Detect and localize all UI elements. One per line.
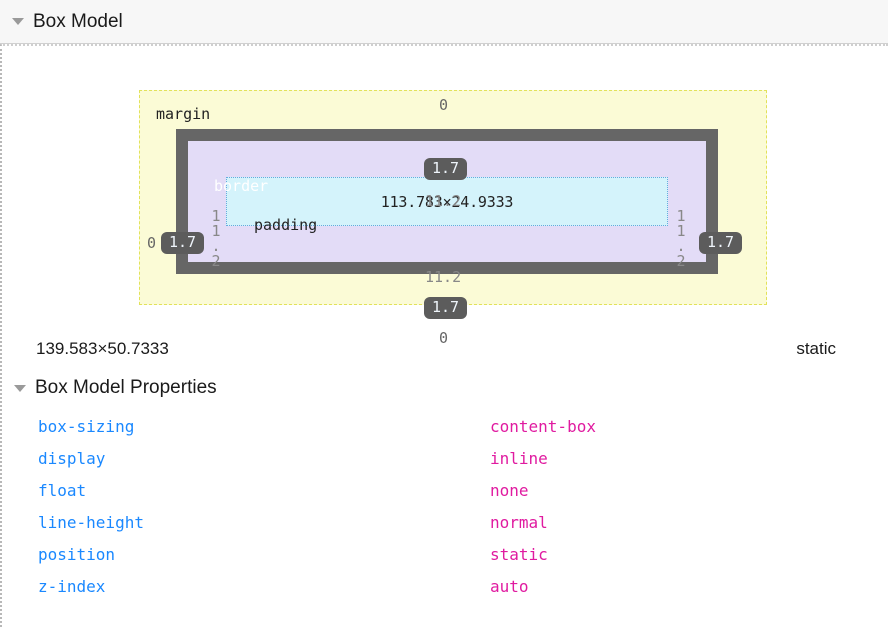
table-row[interactable]: line-height normal bbox=[2, 506, 888, 538]
padding-right-value[interactable]: 11.2 bbox=[672, 207, 690, 267]
total-size-label: 139.583×50.7333 bbox=[36, 339, 169, 358]
box-model-properties-list: box-sizing content-box display inline fl… bbox=[2, 410, 888, 602]
margin-top-value[interactable]: 0 bbox=[439, 96, 449, 114]
border-box[interactable]: border padding 113.783×24.9333 bbox=[176, 129, 718, 274]
triangle-down-icon[interactable] bbox=[12, 18, 24, 25]
border-right-value[interactable]: 1.7 bbox=[699, 232, 743, 254]
padding-left-value[interactable]: 11.2 bbox=[207, 207, 225, 267]
table-row[interactable]: position static bbox=[2, 538, 888, 570]
padding-top-value[interactable]: 11.2 bbox=[425, 192, 462, 210]
table-row[interactable]: display inline bbox=[2, 442, 888, 474]
property-value[interactable]: inline bbox=[490, 448, 548, 468]
border-bottom-value[interactable]: 1.7 bbox=[424, 297, 468, 319]
margin-layer-label: margin bbox=[156, 105, 211, 123]
box-model-content: margin border padding 113.783×24.9333 0 … bbox=[0, 44, 888, 627]
property-name: position bbox=[38, 544, 116, 564]
box-model-properties-title: Box Model Properties bbox=[35, 377, 217, 398]
border-layer-label: border bbox=[214, 177, 269, 195]
margin-left-value[interactable]: 0 bbox=[147, 234, 157, 252]
property-value[interactable]: static bbox=[490, 544, 548, 564]
box-model-diagram: margin border padding 113.783×24.9333 0 … bbox=[2, 46, 888, 347]
border-top-value[interactable]: 1.7 bbox=[424, 158, 468, 180]
box-model-summary-row: 139.583×50.7333 static bbox=[2, 326, 888, 372]
position-label: static bbox=[796, 339, 836, 358]
box-model-panel-header[interactable]: Box Model bbox=[0, 0, 888, 44]
content-box[interactable]: 113.783×24.9333 bbox=[226, 177, 668, 226]
margin-box[interactable]: margin border padding 113.783×24.9333 bbox=[139, 90, 767, 305]
content-size-label: 113.783×24.9333 bbox=[380, 192, 514, 211]
property-value[interactable]: content-box bbox=[490, 416, 596, 436]
table-row[interactable]: z-index auto bbox=[2, 570, 888, 602]
border-left-value[interactable]: 1.7 bbox=[161, 232, 205, 254]
triangle-down-icon[interactable] bbox=[14, 384, 26, 392]
padding-bottom-value[interactable]: 11.2 bbox=[425, 268, 462, 286]
page-title: Box Model bbox=[33, 11, 123, 32]
property-value[interactable]: normal bbox=[490, 512, 548, 532]
property-name: line-height bbox=[38, 512, 144, 532]
property-name: display bbox=[38, 448, 106, 468]
table-row[interactable]: box-sizing content-box bbox=[2, 410, 888, 442]
property-name: float bbox=[38, 480, 87, 500]
table-row[interactable]: float none bbox=[2, 474, 888, 506]
property-value[interactable]: auto bbox=[490, 576, 529, 596]
property-name: z-index bbox=[38, 576, 106, 596]
box-model-properties-header[interactable]: Box Model Properties bbox=[2, 372, 888, 404]
padding-layer-label: padding bbox=[254, 216, 318, 234]
property-name: box-sizing bbox=[38, 416, 135, 436]
margin-bottom-value[interactable]: 0 bbox=[439, 329, 449, 347]
property-value[interactable]: none bbox=[490, 480, 529, 500]
